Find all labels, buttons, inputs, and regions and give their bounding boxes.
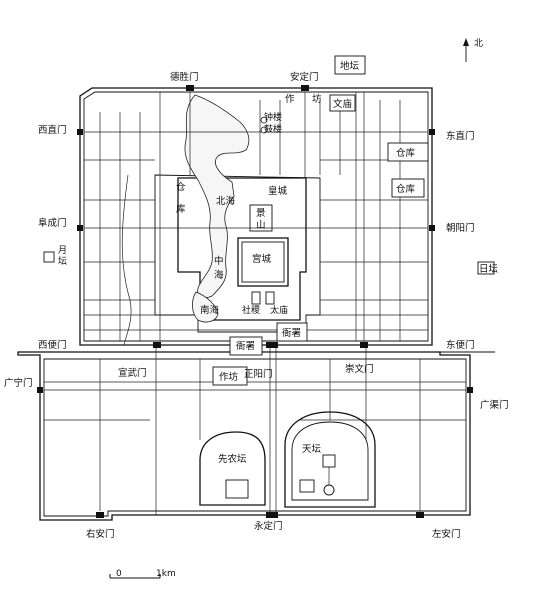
- label-zhonglou: 钟楼: [264, 111, 282, 123]
- gate-label-guangning: 广宁门: [4, 377, 33, 389]
- label-cangku-1: 仓库: [396, 147, 416, 159]
- label-xiannongtan: 先农坛: [218, 453, 247, 465]
- palace-city: [237, 204, 289, 305]
- label-nanhai: 南海: [200, 304, 220, 316]
- gate-label-youan: 右安门: [86, 528, 115, 540]
- label-gongcheng: 宫城: [252, 253, 272, 265]
- road-network: [44, 92, 466, 515]
- gate-markers: [37, 85, 473, 518]
- scale-bar: 0 1km: [109, 569, 176, 579]
- gate-label-zhengyang: 正阳门: [244, 368, 273, 380]
- gate-label-desheng: 德胜门: [170, 71, 199, 83]
- label-yashu-2: 衙署: [282, 327, 301, 339]
- gate-label-guangqu: 广渠门: [480, 399, 509, 411]
- gate-label-fucheng: 阜成门: [38, 217, 67, 229]
- temple-of-heaven: [284, 411, 376, 508]
- temple-of-agriculture: [199, 431, 266, 506]
- label-ku: 库: [176, 203, 186, 215]
- label-cangku-2: 仓库: [396, 183, 416, 195]
- label-hai: 海: [214, 269, 224, 281]
- inner-city-wall: [79, 87, 433, 346]
- gate-label-xuanwu: 宣武门: [118, 367, 147, 379]
- label-gulou: 鼓楼: [264, 123, 282, 135]
- label-beihai: 北海: [216, 195, 236, 207]
- label-ditan: 地坛: [340, 60, 360, 72]
- gate-label-chaoyang: 朝阳门: [446, 222, 475, 234]
- gate-label-zuoan: 左安门: [432, 528, 461, 540]
- gate-label-yongding: 永定门: [254, 520, 283, 532]
- gate-label-dongzhi: 东直门: [446, 130, 475, 142]
- gate-label-xibian: 西便门: [38, 339, 67, 351]
- scale-1km-label: 1km: [156, 569, 176, 579]
- label-zhong: 中: [214, 255, 224, 267]
- label-yue: 月: [58, 245, 67, 256]
- label-wenmiao: 文庙: [333, 98, 352, 110]
- label-huangcheng: 皇城: [268, 185, 288, 197]
- label-zuofang-north-2: 坊: [312, 93, 322, 105]
- label-shan: 山: [256, 220, 266, 231]
- north-label: 北: [474, 38, 483, 49]
- label-cang: 仓: [176, 181, 186, 193]
- label-zuofang-north-1: 作: [285, 93, 295, 105]
- buildings: [43, 55, 495, 386]
- label-taimiao: 太庙: [270, 304, 288, 316]
- label-sheji: 社稷: [242, 304, 260, 316]
- label-jing: 景: [256, 208, 266, 219]
- label-tan: 坛: [58, 256, 67, 267]
- lakes: [184, 94, 250, 323]
- gate-label-xizhi: 西直门: [38, 124, 67, 136]
- label-ritan: 日坛: [479, 264, 499, 275]
- label-yashu-1: 衙署: [236, 340, 255, 352]
- north-arrow: 北: [463, 38, 483, 62]
- gate-label-dongbian: 东便门: [446, 339, 475, 351]
- label-zuofang-south: 作坊: [219, 371, 239, 383]
- place-labels: 地坛 作 坊 文庙 钟楼 鼓楼 仓库 仓库 仓 库 北海 皇城 景 山 宫城 中…: [58, 60, 499, 465]
- scale-zero-label: 0: [116, 569, 122, 579]
- gate-label-anding: 安定门: [290, 71, 319, 83]
- label-tiantan: 天坛: [302, 444, 322, 455]
- gate-labels: 德胜门 安定门 西直门 东直门 阜成门 朝阳门 西便门 东便门 宣武门 正阳门 …: [4, 71, 509, 540]
- gate-label-chongwen: 崇文门: [345, 363, 374, 375]
- outer-city-wall: [17, 351, 495, 521]
